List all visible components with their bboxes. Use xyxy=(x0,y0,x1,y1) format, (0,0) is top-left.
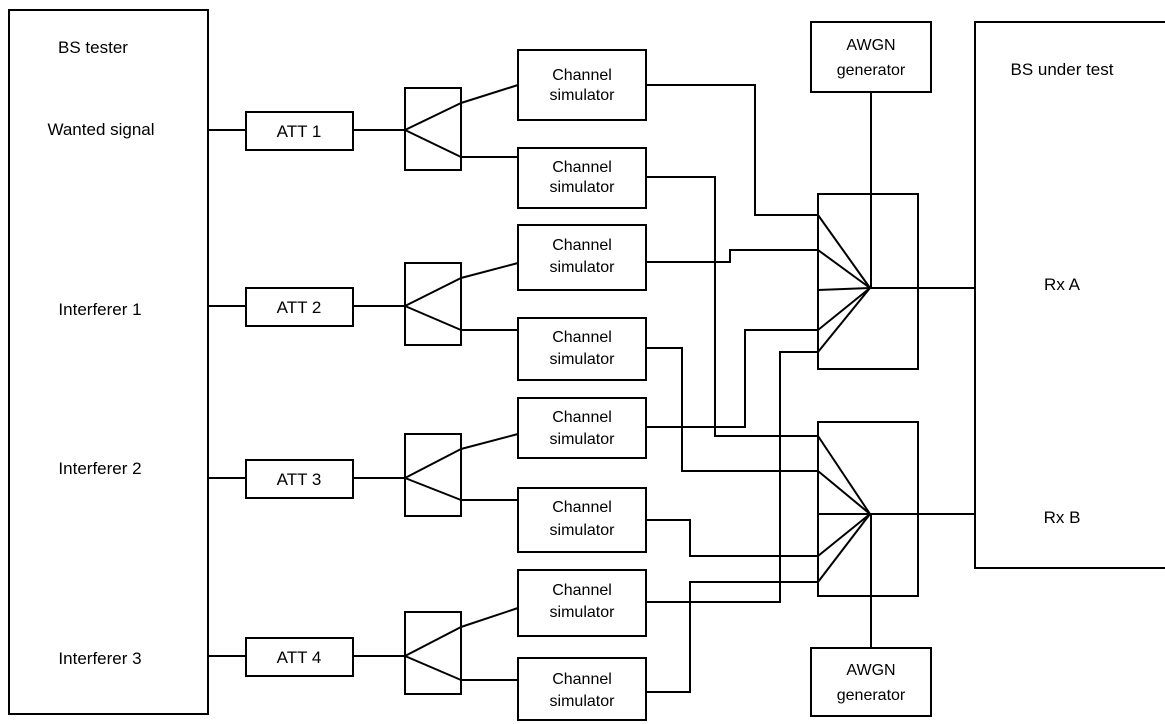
rx-a-label: Rx A xyxy=(1044,275,1081,294)
interferer-1-label: Interferer 1 xyxy=(58,300,141,319)
att2-label: ATT 2 xyxy=(277,298,322,317)
awgn-bottom-line1: AWGN xyxy=(846,662,895,679)
attenuator-att3: ATT 3 xyxy=(245,459,354,499)
channel-simulator-4-line2: simulator xyxy=(550,351,616,368)
attenuator-att1: ATT 1 xyxy=(245,111,354,151)
channel-simulator-2-line2: simulator xyxy=(550,179,616,196)
channel-simulator-5: Channel simulator xyxy=(517,397,647,459)
channel-simulator-5-line1: Channel xyxy=(552,409,612,426)
bs-under-test: BS under test Rx A Rx B xyxy=(974,21,1165,569)
splitter-2 xyxy=(404,262,462,346)
bs-under-test-title: BS under test xyxy=(1010,60,1113,79)
awgn-top-line2: generator xyxy=(837,62,906,79)
splitter-3 xyxy=(404,433,462,517)
att3-label: ATT 3 xyxy=(277,470,322,489)
channel-simulator-3-line1: Channel xyxy=(552,237,612,254)
channel-simulator-3: Channel simulator xyxy=(517,224,647,291)
channel-simulator-7-line2: simulator xyxy=(550,604,616,621)
channel-simulator-2-line1: Channel xyxy=(552,159,612,176)
combiner-output-wires xyxy=(870,287,975,515)
channel-simulator-8-line1: Channel xyxy=(552,671,612,688)
channel-simulator-8-line2: simulator xyxy=(550,693,616,710)
awgn-bottom-line2: generator xyxy=(837,687,906,704)
wanted-signal-label: Wanted signal xyxy=(47,120,154,139)
channel-simulator-1-line2: simulator xyxy=(550,87,616,104)
splitter-1 xyxy=(404,87,462,171)
channel-simulator-8: Channel simulator xyxy=(517,657,647,721)
bs-tester: BS tester Wanted signal Interferer 1 Int… xyxy=(8,9,209,715)
channel-simulator-5-line2: simulator xyxy=(550,431,616,448)
simulator-routing-wires xyxy=(646,84,818,693)
awgn-generator-top: AWGN generator xyxy=(810,21,932,93)
channel-simulator-4-line1: Channel xyxy=(552,329,612,346)
channel-simulator-2: Channel simulator xyxy=(517,147,647,209)
awgn-top-line1: AWGN xyxy=(846,37,895,54)
att4-label: ATT 4 xyxy=(277,648,322,667)
channel-simulator-6-line2: simulator xyxy=(550,522,616,539)
channel-simulator-7: Channel simulator xyxy=(517,569,647,637)
bs-tester-title: BS tester xyxy=(58,38,128,57)
attenuator-output-wires xyxy=(353,129,405,657)
combiner-rx-a xyxy=(817,193,919,370)
attenuator-att4: ATT 4 xyxy=(245,637,354,677)
channel-simulator-4: Channel simulator xyxy=(517,317,647,381)
tester-output-wires xyxy=(208,129,246,657)
channel-simulator-7-line1: Channel xyxy=(552,582,612,599)
interferer-3-label: Interferer 3 xyxy=(58,649,141,668)
channel-simulator-3-line2: simulator xyxy=(550,259,616,276)
channel-simulator-1-line1: Channel xyxy=(552,67,612,84)
splitter-output-wires xyxy=(460,84,519,681)
channel-simulator-1: Channel simulator xyxy=(517,49,647,121)
rx-b-label: Rx B xyxy=(1044,508,1081,527)
att1-label: ATT 1 xyxy=(277,122,322,141)
combiner-rx-b xyxy=(817,421,919,597)
channel-simulator-6-line1: Channel xyxy=(552,499,612,516)
awgn-generator-bottom: AWGN generator xyxy=(810,647,932,717)
splitter-4 xyxy=(404,611,462,695)
channel-simulator-6: Channel simulator xyxy=(517,487,647,553)
interferer-2-label: Interferer 2 xyxy=(58,459,141,478)
attenuator-att2: ATT 2 xyxy=(245,287,354,327)
